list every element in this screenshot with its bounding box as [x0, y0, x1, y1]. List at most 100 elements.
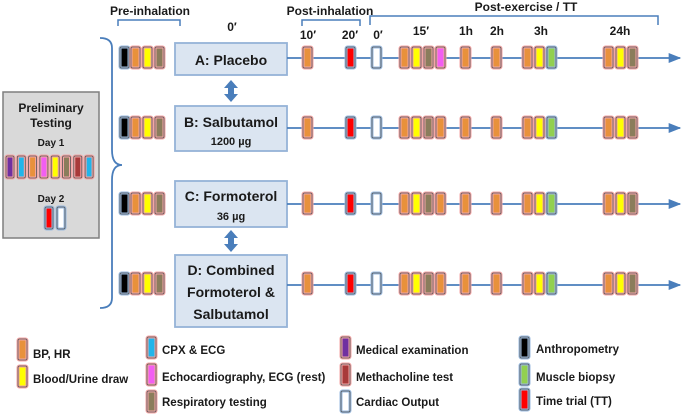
row-b-bp-hr-marker	[301, 115, 314, 140]
legend-anthropometry-swatch	[518, 335, 531, 360]
legend-respiratory: Respiratory testing	[145, 389, 267, 414]
condition-c-box: C: Formoterol 36 µg	[174, 180, 288, 228]
pre-inhalation-bracket	[117, 19, 181, 26]
preliminary-title-line2: Testing	[30, 116, 72, 130]
row-d-bp-hr-marker	[129, 271, 142, 296]
legend-muscle-biopsy-swatch	[518, 362, 531, 387]
legend-methacholine-swatch	[339, 362, 352, 387]
time-20-label: 20′	[342, 28, 358, 42]
row-c-bp-hr-marker	[459, 191, 472, 216]
legend-echo: Echocardiography, ECG (rest)	[145, 362, 326, 387]
row-c-respiratory-marker	[626, 191, 639, 216]
row-d-respiratory-marker	[153, 271, 166, 296]
day2-label: Day 2	[38, 194, 65, 205]
crossover-arrow-ab	[224, 80, 238, 102]
row-d-time-trial-marker	[344, 271, 357, 296]
row-a-bp-hr-marker	[521, 45, 534, 70]
day2-cardiac-output-marker	[55, 205, 67, 231]
day1-bp-hr-marker	[27, 154, 39, 180]
time-3h-label: 3h	[534, 24, 548, 38]
timeline-markers	[118, 45, 639, 296]
row-a-respiratory-marker	[422, 45, 435, 70]
legend-cpx-ecg-label: CPX & ECG	[162, 345, 225, 357]
legend-bp-hr-swatch	[16, 337, 29, 362]
row-c-blood-urine-marker	[410, 191, 423, 216]
row-a-respiratory-marker	[626, 45, 639, 70]
condition-d-box: D: Combined Formoterol & Salbutamol	[174, 254, 288, 328]
condition-a-box: A: Placebo	[174, 42, 288, 76]
row-c-muscle-biopsy-marker	[545, 191, 558, 216]
legend-cardiac-output-swatch	[339, 389, 352, 414]
time-2h-label: 2h	[490, 24, 504, 38]
condition-d-line1: D: Combined	[187, 262, 274, 278]
row-d-bp-hr-marker	[398, 271, 411, 296]
post-exercise-label: Post-exercise / TT	[475, 0, 578, 14]
row-a-muscle-biopsy-marker	[545, 45, 558, 70]
row-a-cardiac-output-marker	[370, 45, 383, 70]
day1-methacholine-marker	[72, 154, 84, 180]
row-a-bp-hr-marker	[398, 45, 411, 70]
row-d-anthropometry-marker	[118, 271, 131, 296]
legend-echo-label: Echocardiography, ECG (rest)	[162, 372, 326, 384]
row-a-blood-urine-marker	[533, 45, 546, 70]
row-c-bp-hr-marker	[521, 191, 534, 216]
legend-medical: Medical examination	[339, 335, 468, 360]
row-b-respiratory-marker	[153, 115, 166, 140]
condition-c-line1: C: Formoterol	[185, 188, 278, 204]
legend-bp-hr: BP, HR	[16, 337, 71, 362]
row-d-blood-urine-marker	[614, 271, 627, 296]
time-1h-label: 1h	[459, 24, 473, 38]
condition-b-line2: 1200 µg	[211, 136, 252, 148]
condition-d-line2: Formoterol &	[187, 284, 275, 300]
post-inhalation-label: Post-inhalation	[287, 4, 374, 18]
day1-label: Day 1	[38, 138, 65, 149]
row-b-bp-hr-marker	[129, 115, 142, 140]
legend-cpx-ecg-swatch	[145, 335, 158, 360]
time-24h-label: 24h	[610, 24, 631, 38]
row-c-blood-urine-marker	[141, 191, 154, 216]
row-d-blood-urine-marker	[533, 271, 546, 296]
post-exercise-bracket	[369, 15, 659, 25]
condition-b-box: B: Salbutamol 1200 µg	[174, 105, 288, 152]
row-b-bp-hr-marker	[602, 115, 615, 140]
legend-cardiac-output-label: Cardiac Output	[356, 397, 439, 409]
row-b-blood-urine-marker	[141, 115, 154, 140]
row-d-bp-hr-marker	[459, 271, 472, 296]
condition-brace	[99, 37, 123, 309]
row-b-blood-urine-marker	[614, 115, 627, 140]
row-d-blood-urine-marker	[410, 271, 423, 296]
day2-time-trial-marker	[43, 205, 55, 231]
day1-echo-marker	[38, 154, 50, 180]
row-c-bp-hr-marker	[490, 191, 503, 216]
crossover-arrow-cd	[224, 230, 238, 252]
condition-c-line2: 36 µg	[217, 211, 245, 223]
preliminary-title-line1: Preliminary	[18, 101, 84, 115]
row-b-anthropometry-marker	[118, 115, 131, 140]
legend-respiratory-label: Respiratory testing	[162, 397, 267, 409]
row-c-bp-hr-marker	[301, 191, 314, 216]
condition-a-line1: A: Placebo	[195, 52, 267, 68]
legend-time-trial: Time trial (TT)	[518, 387, 612, 412]
row-a-blood-urine-marker	[614, 45, 627, 70]
row-b-time-trial-marker	[344, 115, 357, 140]
row-a-blood-urine-marker	[410, 45, 423, 70]
row-d-blood-urine-marker	[141, 271, 154, 296]
legend-blood-urine: Blood/Urine draw	[16, 364, 128, 389]
legend: BP, HR Blood/Urine draw Respiratory test…	[16, 335, 620, 414]
row-c-bp-hr-marker	[602, 191, 615, 216]
row-c-blood-urine-marker	[533, 191, 546, 216]
row-c-time-trial-marker	[344, 191, 357, 216]
row-a-time-trial-marker	[344, 45, 357, 70]
time-15-label: 15′	[413, 24, 429, 38]
row-d-cardiac-output-marker	[370, 271, 383, 296]
row-d-bp-hr-marker	[521, 271, 534, 296]
day1-medical-marker	[4, 154, 16, 180]
legend-medical-label: Medical examination	[356, 345, 468, 357]
row-b-bp-hr-marker	[459, 115, 472, 140]
row-b-respiratory-marker	[626, 115, 639, 140]
time-10-label: 10′	[300, 28, 316, 42]
row-b-bp-hr-marker	[434, 115, 447, 140]
row-d-bp-hr-marker	[490, 271, 503, 296]
